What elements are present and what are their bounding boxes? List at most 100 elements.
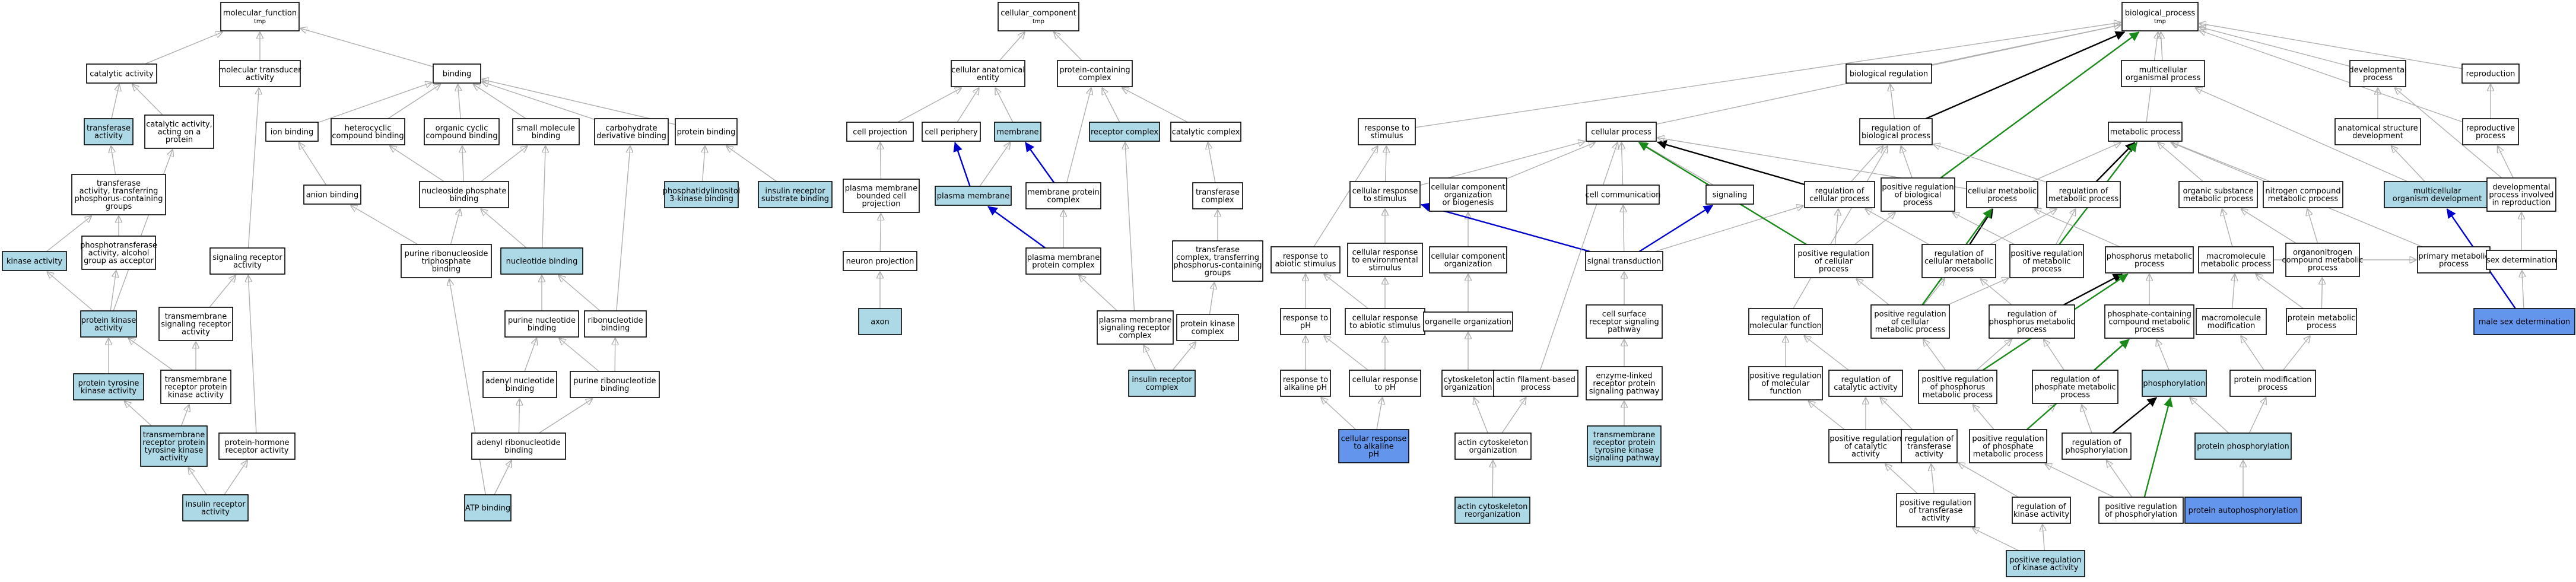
node-label-line: cellular process (1809, 195, 1870, 203)
edge-isa-onmp-osmp (2241, 209, 2297, 244)
edge-isa-cperi-cae (957, 88, 979, 123)
node-label-line: biological_process (2125, 9, 2196, 18)
edge-partof-pm-cperi (953, 142, 971, 187)
go-term-node: male sex determination (2473, 308, 2575, 335)
node-box (2012, 497, 2071, 524)
node-box (1921, 244, 1996, 278)
edge-isa-regcp-regbp (1851, 146, 1883, 182)
node-label-line: organization (1469, 446, 1517, 455)
node-sublabel: tmp (1033, 18, 1044, 25)
edge-isa-carbb-binding (482, 82, 595, 120)
node-label-line: protein (166, 136, 193, 145)
node-label-line: protein metabolic (2288, 314, 2356, 323)
node-label-line: activity (94, 324, 123, 333)
node-label-line: cellular_component (1000, 9, 1076, 18)
edge-isa-posregphos-regphos (2107, 460, 2133, 498)
edge-isa-sigtrans-ccomm (1623, 205, 1624, 252)
edge-isa-regtrans-regcatact (1880, 397, 1913, 430)
node-label-line: process (2439, 260, 2469, 269)
node-box (1429, 246, 1507, 273)
node-label-line: metabolic process (1973, 450, 2044, 459)
node-label-line: complex, transferring (1176, 253, 1259, 262)
edge-isa-phmp-cmp (2034, 209, 2120, 247)
node-label-line: process (1521, 383, 1551, 392)
node-label-line: kinase activity (2013, 510, 2069, 519)
go-term-node: organelle organization (1423, 311, 1513, 332)
node-box (2461, 63, 2520, 84)
node-label-line: tyrosine kinase (145, 446, 204, 455)
node-label-line: receptor protein (1593, 438, 1655, 447)
edge-isa-transphos-transact (111, 146, 116, 175)
node-box (843, 179, 920, 213)
edge-partof-mpc-memb (1024, 142, 1055, 183)
edge-isa-mcod-multi (2195, 88, 2408, 182)
edge-isa-protb-binding (482, 79, 676, 125)
go-term-node: signaling (1705, 185, 1754, 205)
node-label-line: binding (443, 70, 471, 79)
node-box (1901, 429, 1958, 463)
node-box (1969, 429, 2047, 463)
node-label-line: response to (1283, 252, 1328, 261)
node-label-line: cellular response (1352, 376, 1418, 384)
node-label-line: transferase (87, 124, 131, 133)
edge-layer (46, 23, 2524, 551)
node-label-line: signal transduction (1587, 257, 1662, 266)
go-term-node: signal transduction (1585, 251, 1663, 271)
edge-isa-atpb-adribnucb (494, 460, 512, 495)
node-box (998, 2, 1079, 31)
node-label-line: cell projection (853, 128, 907, 137)
edge-isa-crph-rph (1324, 336, 1369, 371)
edge-isa-onmp-ncmp (2307, 209, 2318, 244)
node-label-line: of catalytic (1844, 443, 1887, 451)
edge-regulates-regcmp-cmp (1969, 208, 1994, 245)
node-box (2184, 497, 2302, 524)
node-label-line: catalytic activity, (146, 120, 212, 129)
edge-isa-tcomp-catcomp (1208, 142, 1216, 183)
node-label-line: organic cyclic (436, 124, 488, 133)
edge-isa-sigtrans-regcp (1654, 206, 1803, 252)
node-box (1025, 182, 1101, 209)
node-label-line: receptor protein (142, 438, 205, 447)
go-term-node: membrane (994, 122, 1041, 142)
edge-isa-prtb-anionb (351, 205, 418, 245)
node-box (1280, 370, 1331, 397)
edge-isa-signaling-cellproc (1640, 142, 1714, 186)
node-label-line: alkaline pH (1284, 383, 1327, 392)
node-label-line: carbohydrate (605, 124, 657, 133)
node-label-line: signaling receptor (161, 320, 231, 329)
node-box (2121, 60, 2205, 87)
edge-isa-protmod-mmmod (2241, 336, 2264, 371)
node-label-line: molecular function (1749, 322, 1822, 330)
edge-isa-ccob-cellproc (1506, 142, 1595, 179)
node-label-line: of phosphorus (1930, 383, 1986, 392)
node-label-line: derivative binding (596, 132, 666, 141)
edge-isa-craph-raph (1321, 397, 1357, 430)
node-label-line: development (2352, 132, 2403, 141)
node-label-line: adenyl nucleotide (485, 377, 554, 386)
node-label-line: entity (977, 74, 999, 82)
node-label-line: molecular_function (223, 9, 297, 18)
edge-partof-sigtrans-signaling (1638, 204, 1714, 253)
edge-isa-osmp-metproc (2158, 142, 2203, 182)
edge-isa-cproj-cae (897, 88, 962, 123)
node-label-line: pathway (1608, 326, 1641, 335)
node-box (2349, 60, 2406, 87)
